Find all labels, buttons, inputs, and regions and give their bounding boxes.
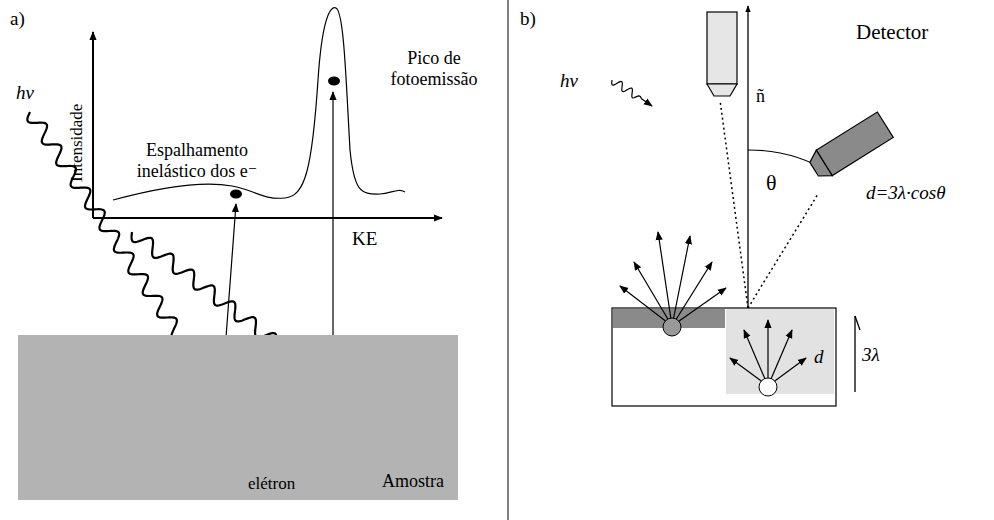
axis-label: Intensidade [67, 104, 87, 182]
takeoff-line [720, 100, 748, 308]
x-axis [93, 217, 442, 219]
atom-bulk [759, 378, 777, 396]
spectrum-dot [328, 77, 340, 86]
emission-arrow [672, 262, 712, 326]
depth-bracket [854, 316, 855, 392]
emission-arrow [658, 232, 672, 326]
peak-label: Espalhamento inelástico dos e⁻ [122, 140, 272, 181]
depth-label: d [814, 346, 824, 368]
photon-label: hν [560, 70, 578, 92]
spectrum-dot [230, 190, 242, 199]
detector-light [707, 12, 737, 96]
emission-arrow [767, 320, 768, 386]
detector-label: Detector [856, 20, 928, 44]
sample-label: Amostra [382, 471, 444, 492]
emission-arrow [620, 286, 672, 326]
emission-arrow [672, 288, 726, 326]
angle-label: θ [766, 170, 777, 195]
electron-path [332, 92, 333, 372]
panel-divider [508, 0, 509, 520]
emission-arrow [744, 330, 768, 386]
peak-label: Pico de fotoemissão [384, 48, 484, 89]
y-axis [92, 32, 94, 218]
surface-normal [747, 6, 748, 308]
axis-label: KE [352, 228, 377, 250]
electron-label: elétron [248, 474, 295, 494]
normal-label: ñ [756, 86, 765, 107]
panel-letter: a) [10, 8, 25, 30]
takeoff-line [748, 194, 818, 308]
detector-dark [806, 112, 893, 182]
atom-surface [663, 318, 681, 336]
sample-band: Amostra [18, 335, 458, 500]
photon-label: hν [16, 82, 34, 104]
spectrum-curve [113, 8, 405, 200]
deep-region [726, 309, 834, 394]
sample-block [612, 308, 836, 406]
emission-arrow [634, 262, 672, 326]
panel-letter: b) [520, 8, 536, 30]
depth-label: 3λ [862, 344, 880, 366]
depth-bracket [855, 316, 860, 330]
formula: d=3λ·cosθ [866, 182, 945, 204]
photon-wave [612, 80, 652, 106]
